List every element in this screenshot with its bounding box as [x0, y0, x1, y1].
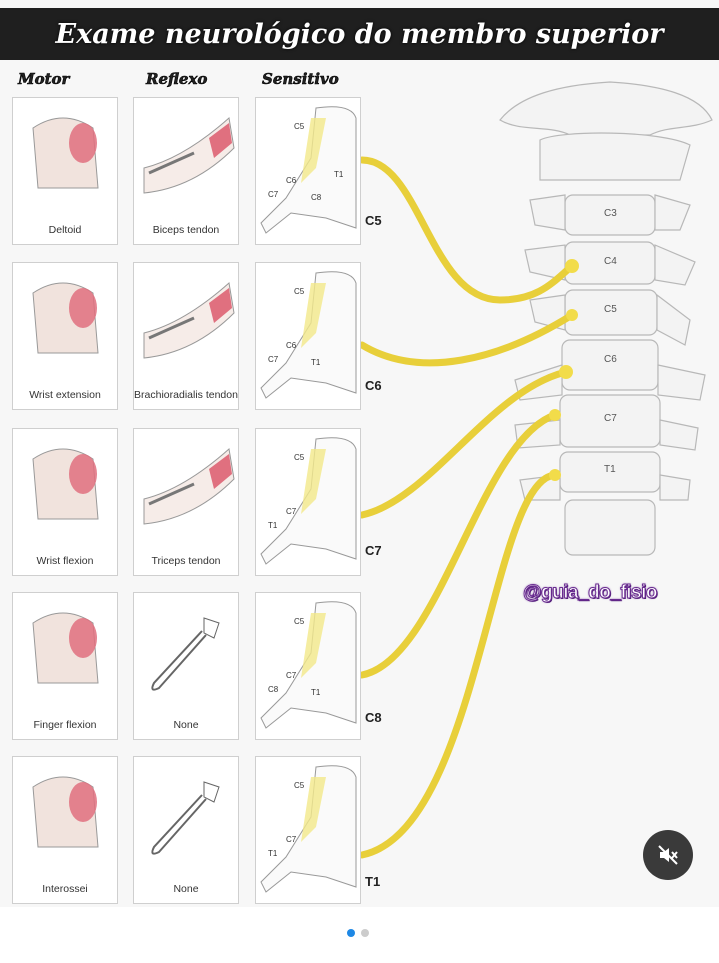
vertebra-label: C7	[604, 413, 617, 424]
mute-button[interactable]	[643, 830, 693, 880]
nerve-root-label: C5	[365, 213, 382, 228]
card-label: Finger flexion	[33, 719, 97, 731]
atlas-vertebra	[499, 81, 713, 136]
speaker-muted-icon	[658, 845, 678, 865]
carousel-dot[interactable]	[361, 929, 369, 937]
motor-card: Finger flexion	[12, 592, 118, 740]
reflex-card: Brachioradialis tendon	[133, 262, 239, 410]
vertebra-label: C5	[604, 304, 617, 315]
nerve-root-label: C8	[365, 710, 382, 725]
nerve-c5	[358, 156, 576, 304]
dermatome-label: C6	[286, 341, 297, 350]
dermatome-label: T1	[311, 688, 321, 697]
nerve-ganglia	[549, 259, 579, 481]
reflex-card: None	[133, 756, 239, 904]
dermatome-label: C5	[294, 122, 305, 131]
card-label: None	[173, 883, 199, 895]
column-header-motor: Motor	[18, 70, 70, 89]
vertebra-label: C3	[604, 208, 617, 219]
nerve-c8	[358, 411, 559, 679]
title-banner: Exame neurológico do membro superior	[0, 8, 719, 60]
page-title: Exame neurológico do membro superior	[55, 18, 664, 50]
dermatome-label: T1	[334, 170, 344, 179]
vertebra-label: C4	[604, 256, 617, 267]
dermatome-label: C7	[286, 835, 297, 844]
motor-card: Interossei	[12, 756, 118, 904]
card-label: Deltoid	[48, 224, 82, 236]
card-label: Biceps tendon	[152, 224, 220, 236]
dermatome-label: C8	[311, 193, 322, 202]
spine-diagram: C3 C4 C5 C6 C7 T1	[358, 81, 713, 859]
vertebra-labels: C3 C4 C5 C6 C7 T1	[604, 208, 617, 475]
motor-card: Wrist flexion	[12, 428, 118, 576]
nerve-t1	[358, 471, 559, 859]
nerve-root-label: T1	[365, 874, 381, 889]
dermatome-label: C5	[294, 781, 305, 790]
watermark-handle: @guia_do_fisio	[523, 582, 659, 604]
motor-card: Wrist extension	[12, 262, 118, 410]
carousel-indicator	[347, 929, 369, 937]
nerve-roots	[358, 156, 576, 859]
card-label: Wrist extension	[29, 389, 101, 401]
vertebra-c6	[561, 339, 659, 391]
nerve-root-label: C7	[365, 543, 382, 558]
dermatome-label: C7	[268, 355, 279, 364]
column-header-sensory: Sensitivo	[262, 70, 339, 89]
column-header-reflex: Reflexo	[146, 70, 208, 89]
vertebra-label: T1	[604, 464, 616, 475]
dermatome-label: C7	[286, 507, 297, 516]
reflex-card: None	[133, 592, 239, 740]
dermatome-label: C6	[286, 176, 297, 185]
motor-card: Deltoid	[12, 97, 118, 245]
card-label: Wrist flexion	[36, 555, 94, 567]
dermatome-label: T1	[311, 358, 321, 367]
dermatome-label: C5	[294, 617, 305, 626]
card-label: Interossei	[42, 883, 88, 895]
card-label: Brachioradialis tendon	[134, 389, 238, 401]
dermatome-label: C5	[294, 287, 305, 296]
vertebral-column	[499, 81, 713, 556]
card-label: Triceps tendon	[151, 555, 221, 567]
reflex-card: Triceps tendon	[133, 428, 239, 576]
nerve-c6	[358, 311, 576, 367]
dermatome-label: C7	[286, 671, 297, 680]
card-label: None	[173, 719, 199, 731]
dermatome-label: T1	[268, 849, 278, 858]
dermatome-label: C7	[268, 190, 279, 199]
vertebra-label: C6	[604, 354, 617, 365]
dermatome-label: C8	[268, 685, 279, 694]
carousel-dot-active[interactable]	[347, 929, 355, 937]
reflex-card: Biceps tendon	[133, 97, 239, 245]
dermatome-label: T1	[268, 521, 278, 530]
post-image: Exame neurológico do membro superior Mot…	[0, 8, 719, 904]
axis-vertebra	[539, 132, 691, 181]
dermatome-label: C5	[294, 453, 305, 462]
nerve-c7	[358, 368, 570, 519]
nerve-root-label: C6	[365, 378, 382, 393]
